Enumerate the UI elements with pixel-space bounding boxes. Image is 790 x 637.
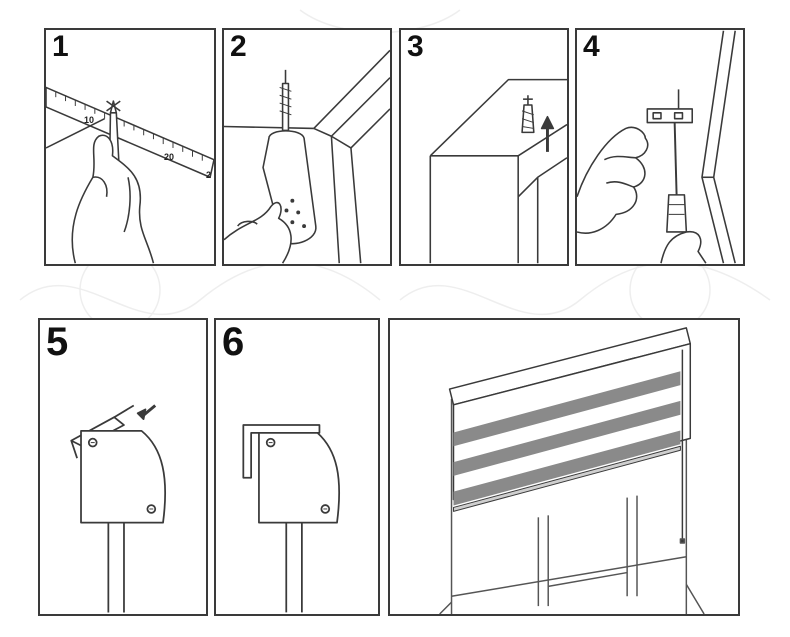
step-2-illustration-drill-ceiling (224, 49, 390, 264)
step-5-panel: 5 (38, 318, 208, 616)
step-5-illustration-hook-headrail (70, 404, 167, 613)
step-5-number: 5 (46, 320, 69, 364)
step-3-illustration-insert-anchor (429, 78, 567, 264)
step-1-illustration-mark-wall-with-ruler (46, 86, 214, 264)
final-installed-zebra-blind-illustration (439, 327, 705, 614)
step-2-number: 2 (230, 30, 247, 63)
step-6-illustration-headrail-attached (242, 424, 340, 613)
step-6-number: 6 (222, 320, 245, 364)
step-1-number: 1 (52, 30, 69, 63)
final-result-panel (388, 318, 740, 616)
step-6-panel: 6 (214, 318, 380, 616)
step-2-panel: 2 (222, 28, 392, 266)
step-3-number: 3 (407, 30, 424, 63)
step-4-illustration-screw-bracket (577, 30, 736, 264)
ruler-mark-20: 20 (164, 152, 175, 162)
ruler-mark-10: 10 (84, 115, 95, 125)
ruler-mark-2: 2 (206, 170, 212, 180)
step-4-number: 4 (583, 30, 600, 63)
step-4-panel: 4 (575, 28, 745, 266)
step-1-panel: 1 10 20 2 (44, 28, 216, 266)
step-3-panel: 3 (399, 28, 569, 266)
